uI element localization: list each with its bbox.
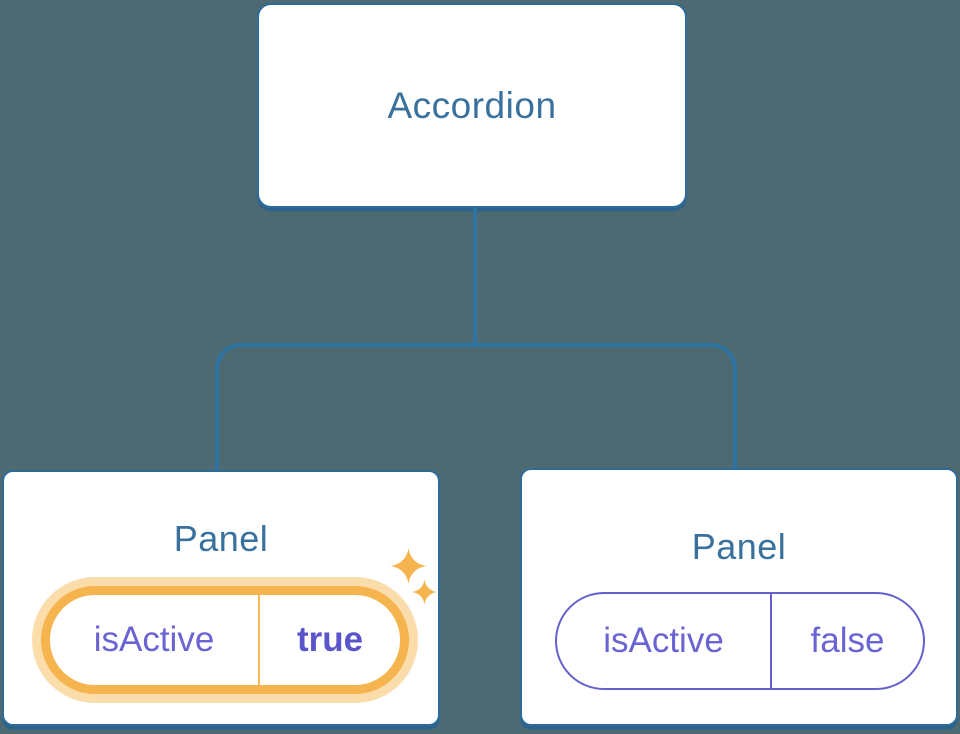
pill-divider [258,595,260,685]
connector-stem-line [473,208,477,347]
panel-title: Panel [691,526,787,567]
accordion-node: Accordion [257,3,687,208]
accordion-node-label: Accordion [387,84,557,126]
panel-title: Panel [173,518,269,559]
state-pill-active: isActive true [41,586,409,694]
panel-node-active: Panel isActive true [2,470,440,726]
sparkle-small-icon [412,579,437,605]
pill-divider [770,594,772,688]
state-pill-inactive: isActive false [555,592,925,690]
state-key-label: isActive [93,620,215,659]
state-value-label: false [810,621,885,660]
state-value-label: true [296,620,364,659]
connector-branch-line [215,343,737,470]
panel-node-inactive: Panel isActive false [520,468,958,726]
state-key-label: isActive [603,621,724,660]
